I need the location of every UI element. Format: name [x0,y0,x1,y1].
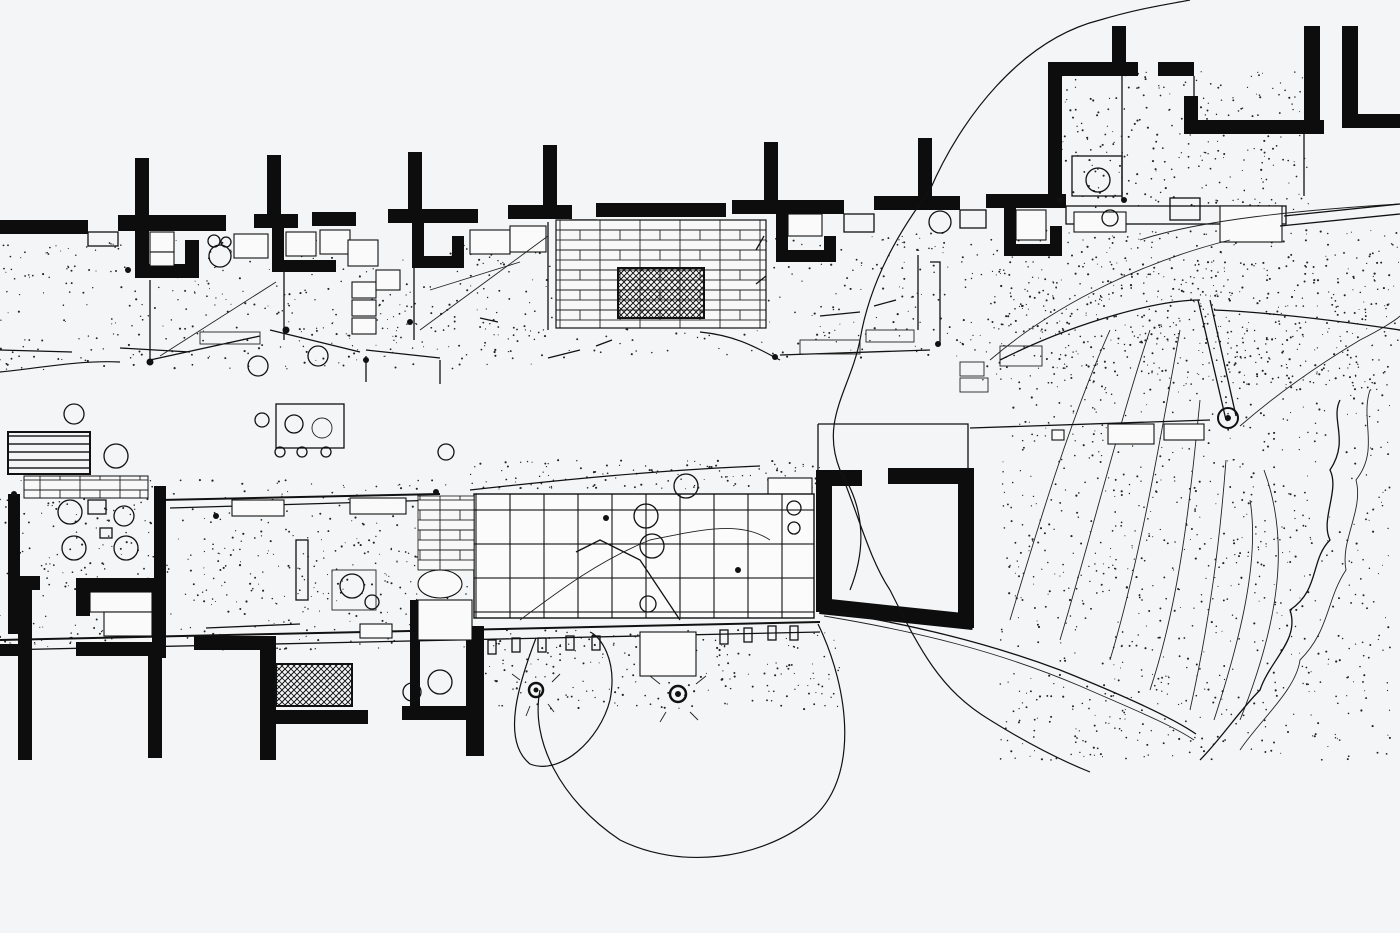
ground-boundaries [0,331,862,591]
fence-posts [487,625,799,655]
terraced-hillside [819,0,1400,773]
lower-row-furniture [57,499,802,702]
central-street-objects [7,403,455,499]
tree-canopies [511,623,846,859]
upper-row-courtyards [0,155,1283,393]
grid-plaza [11,473,815,621]
upper-row-walls [0,26,1400,278]
ground-stipple-texture [0,69,1400,761]
